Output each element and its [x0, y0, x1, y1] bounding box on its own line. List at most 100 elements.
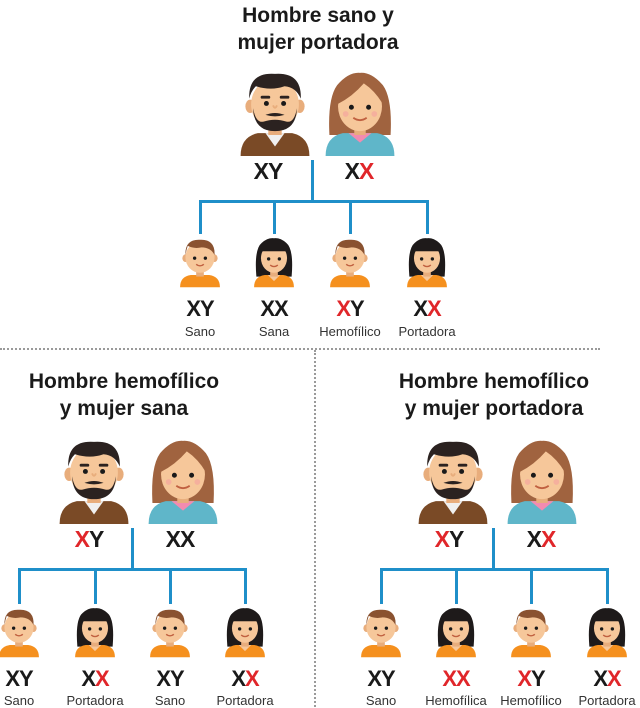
chromosome-x: X [95, 666, 110, 691]
child-genotype: XX [387, 298, 467, 320]
chromosome-x: X [186, 296, 201, 321]
chromosome-y: Y [531, 666, 546, 691]
chromosome-y: Y [19, 666, 34, 691]
child-genotype: XY [0, 668, 59, 690]
panel-title: Hombre hemofílico y mujer sana [0, 368, 284, 422]
horizontal-divider [0, 348, 600, 350]
chromosome-x: X [344, 158, 360, 184]
father-genotype: XY [49, 528, 129, 551]
vertical-divider [314, 350, 316, 707]
boy-icon [358, 606, 404, 658]
chromosome-y: Y [449, 526, 464, 552]
chromosome-x: X [165, 526, 181, 552]
child-genotype: XY [491, 668, 571, 690]
chromosome-x: X [156, 666, 171, 691]
chromosome-y: Y [200, 296, 215, 321]
tree-drop-line [426, 200, 429, 234]
chromosome-x: X [231, 666, 246, 691]
child-label: Portadora [66, 693, 124, 708]
chromosome-x: X [74, 526, 90, 552]
father-genotype: XY [409, 528, 489, 551]
panel-title-line2: mujer portadora [237, 31, 399, 54]
chromosome-x: X [427, 296, 442, 321]
panel-title-line1: Hombre hemofílico [28, 370, 220, 393]
tree-drop-line [244, 568, 247, 604]
girl-icon [584, 606, 630, 658]
tree-drop-line [273, 200, 276, 234]
chromosome-y: Y [268, 158, 283, 184]
child-genotype: XX [205, 668, 285, 690]
chromosome-x: X [81, 666, 96, 691]
panel-title-line2: y mujer sana [59, 397, 189, 420]
panel-title-line1: Hombre sano y [242, 4, 394, 27]
chromosome-x: X [253, 158, 269, 184]
child-label: Sano [184, 324, 216, 339]
boy-icon [327, 236, 373, 288]
girl-icon [433, 606, 479, 658]
man-icon [55, 438, 133, 524]
panel-title: Hombre sano y mujer portadora [158, 2, 478, 56]
tree-branch-line [199, 200, 429, 203]
chromosome-x: X [180, 526, 195, 552]
woman-icon [144, 438, 222, 524]
girl-icon [251, 236, 297, 288]
chromosome-y: Y [89, 526, 104, 552]
tree-drop-line [380, 568, 383, 604]
chromosome-x: X [413, 296, 428, 321]
tree-drop-line [18, 568, 21, 604]
child-label: Portadora [578, 693, 636, 708]
child-genotype: XX [567, 668, 640, 690]
chromosome-y: Y [350, 296, 365, 321]
girl-icon [222, 606, 268, 658]
boy-icon [147, 606, 193, 658]
tree-drop-line [530, 568, 533, 604]
panel-title-line2: y mujer portadora [404, 397, 584, 420]
child-genotype: XY [160, 298, 240, 320]
panel-title-line1: Hombre hemofílico [398, 370, 590, 393]
tree-drop-line [606, 568, 609, 604]
man-icon [414, 438, 492, 524]
tree-stem-line [311, 160, 314, 201]
child-label: Portadora [398, 324, 456, 339]
chromosome-y: Y [170, 666, 185, 691]
child-genotype: XY [341, 668, 421, 690]
chromosome-x: X [456, 666, 471, 691]
child-label: Hemofílico [500, 693, 562, 708]
chromosome-x: X [245, 666, 260, 691]
tree-drop-line [94, 568, 97, 604]
chromosome-x: X [541, 526, 556, 552]
chromosome-x: X [367, 666, 382, 691]
panel-title: Hombre hemofílico y mujer portadora [334, 368, 640, 422]
chromosome-x: X [359, 158, 374, 184]
boy-icon [0, 606, 42, 658]
chromosome-x: X [434, 526, 450, 552]
tree-branch-line [380, 568, 609, 571]
chromosome-x: X [5, 666, 20, 691]
chromosome-x: X [517, 666, 532, 691]
chromosome-x: X [260, 296, 275, 321]
chromosome-x: X [274, 296, 289, 321]
child-label: Hemofílico [319, 324, 381, 339]
tree-drop-line [455, 568, 458, 604]
girl-icon [404, 236, 450, 288]
chromosome-x: X [442, 666, 457, 691]
child-label: Sana [258, 324, 290, 339]
chromosome-x: X [593, 666, 608, 691]
woman-icon [503, 438, 581, 524]
child-label: Sano [154, 693, 186, 708]
tree-drop-line [169, 568, 172, 604]
tree-stem-line [131, 528, 134, 569]
man-icon [236, 70, 314, 156]
mother-genotype: XX [319, 160, 399, 183]
mother-genotype: XX [140, 528, 220, 551]
child-genotype: XX [55, 668, 135, 690]
woman-icon [321, 70, 399, 156]
tree-drop-line [199, 200, 202, 234]
chromosome-x: X [526, 526, 542, 552]
father-genotype: XY [228, 160, 308, 183]
tree-drop-line [349, 200, 352, 234]
child-genotype: XY [130, 668, 210, 690]
girl-icon [72, 606, 118, 658]
child-label: Portadora [216, 693, 274, 708]
